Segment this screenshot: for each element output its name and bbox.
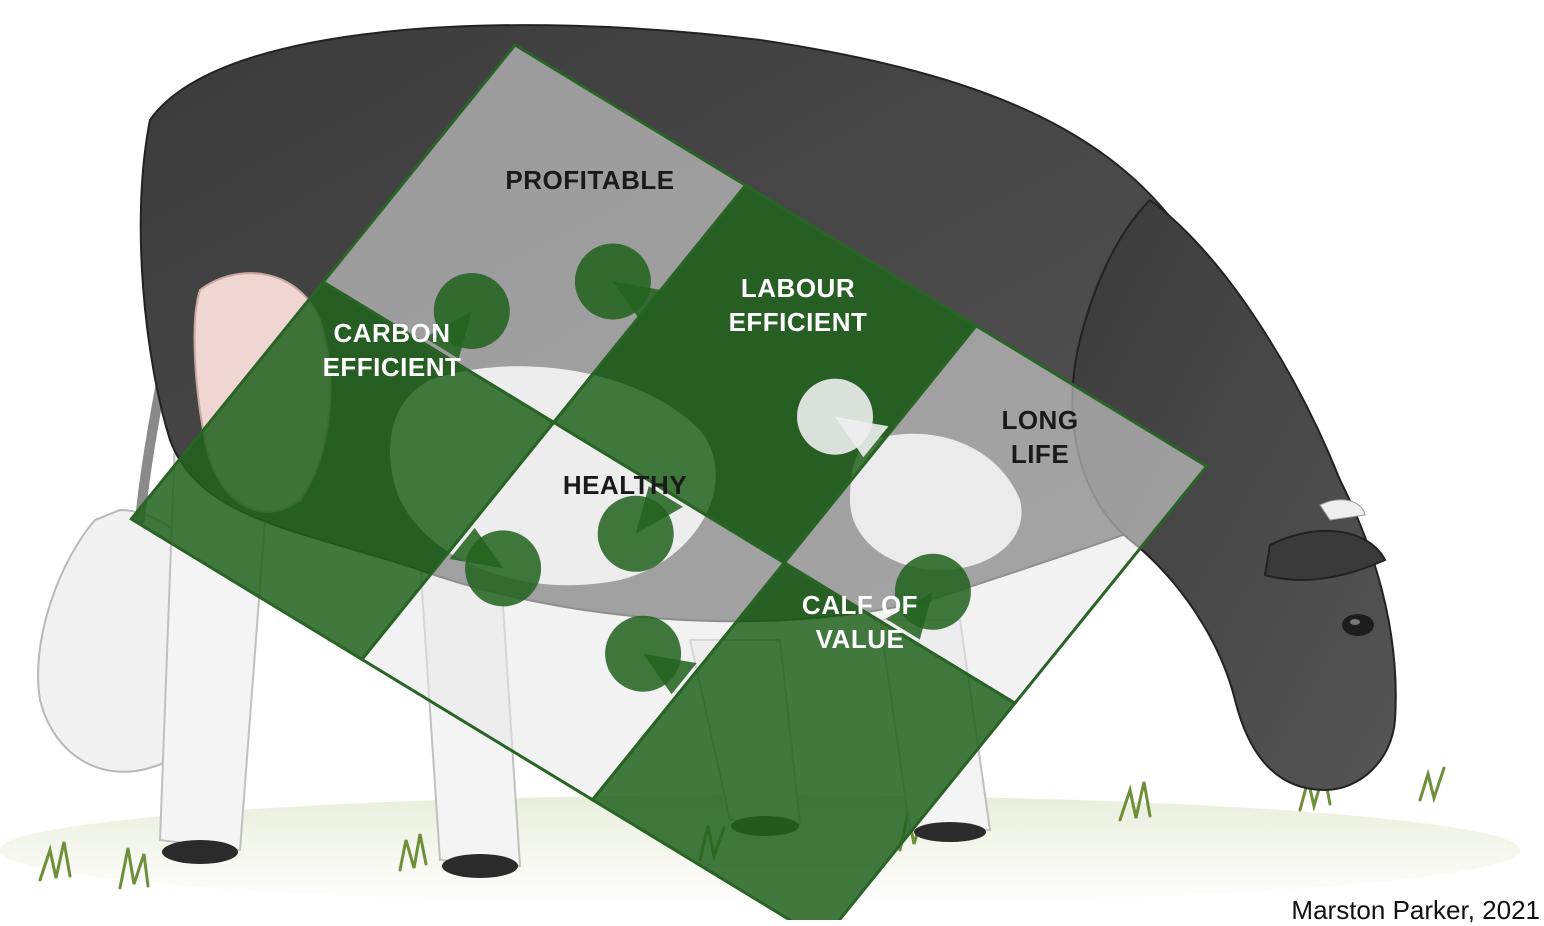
puzzle-label-line: EFFICIENT bbox=[729, 307, 868, 337]
image-credit: Marston Parker, 2021 bbox=[1291, 895, 1540, 926]
puzzle-label-line: HEALTHY bbox=[563, 470, 687, 500]
puzzle-knob bbox=[465, 530, 541, 606]
puzzle-label-line: LIFE bbox=[1011, 439, 1069, 469]
puzzle-label-line: LONG bbox=[1001, 405, 1078, 435]
puzzle-label-line: LABOUR bbox=[741, 273, 855, 303]
puzzle-label-line: CARBON bbox=[333, 318, 450, 348]
puzzle-label-line: VALUE bbox=[816, 624, 905, 654]
puzzle-knob bbox=[575, 244, 651, 320]
puzzle-label-line: PROFITABLE bbox=[505, 165, 674, 195]
puzzle-label-line: EFFICIENT bbox=[323, 352, 462, 382]
puzzle-label-line: CALF OF bbox=[802, 590, 918, 620]
puzzle-label-profitable: PROFITABLE bbox=[505, 165, 674, 195]
puzzle-knob bbox=[605, 616, 681, 692]
puzzle-knob bbox=[797, 379, 873, 455]
puzzle-knob bbox=[598, 496, 674, 572]
puzzle-label-healthy: HEALTHY bbox=[563, 470, 687, 500]
